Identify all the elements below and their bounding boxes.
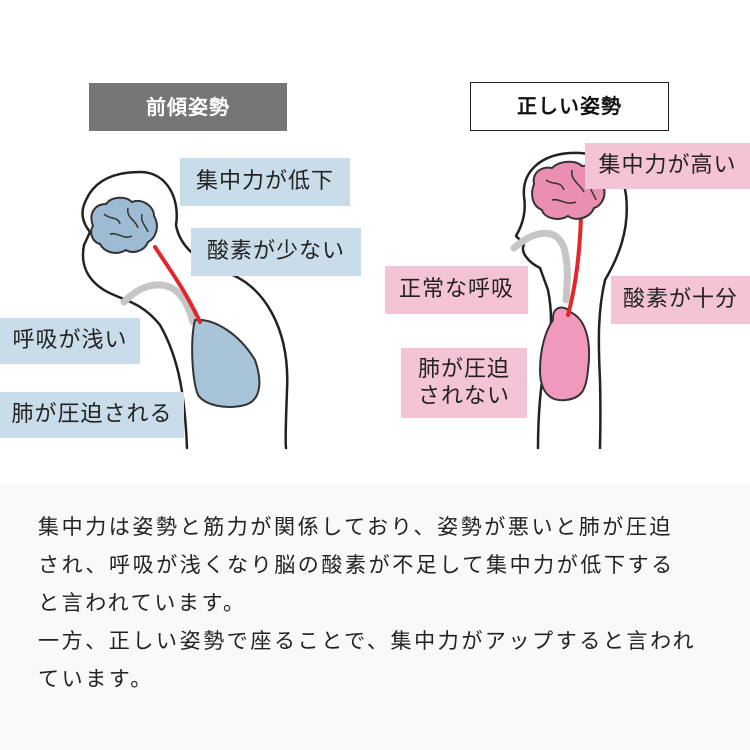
figure-illustrations — [81, 151, 628, 450]
description-line: ています。 — [38, 667, 154, 691]
label-lungs-compressed: 肺が圧迫される — [0, 392, 184, 438]
label-lungs-not-compressed-line2: されない — [417, 384, 510, 409]
forward-airway-red — [153, 245, 202, 324]
label-low-oxygen: 酸素が少ない — [191, 228, 361, 276]
forward-posture-title: 前傾姿勢 — [89, 83, 287, 131]
label-normal-breathing: 正常な呼吸 — [385, 266, 528, 314]
label-lungs-not-compressed: 肺が圧迫 されない — [401, 348, 527, 418]
label-high-focus: 集中力が高い — [585, 143, 750, 189]
upright-posture-figure — [510, 151, 628, 450]
label-focus-decreased: 集中力が低下 — [180, 158, 350, 206]
description-line: と言われています。 — [38, 591, 247, 615]
upright-posture-title: 正しい姿勢 — [470, 82, 669, 131]
description-line: 集中力は姿勢と筋力が関係しており、姿勢が悪いと肺が圧迫 — [38, 515, 674, 539]
label-lungs-not-compressed-line1: 肺が圧迫 — [417, 356, 510, 382]
forward-figure-outline — [81, 170, 289, 450]
label-sufficient-oxygen: 酸素が十分 — [611, 276, 750, 324]
description-line: され、呼吸が浅くなり脳の酸素が不足して集中力が低下する — [38, 553, 675, 577]
forward-brain-folds — [103, 207, 149, 238]
posture-comparison-diagram: 前傾姿勢 集中力が低下 酸素が少ない 呼吸が浅い 肺が圧迫される 正しい姿勢 集… — [0, 82, 750, 450]
forward-posture-figure — [81, 170, 289, 450]
description-text-block: 集中力は姿勢と筋力が関係しており、姿勢が悪いと肺が圧迫 され、呼吸が浅くなり脳の… — [0, 484, 750, 750]
upright-brain-folds — [545, 169, 597, 204]
upright-figure-outline — [514, 151, 628, 450]
forward-brain — [90, 196, 158, 254]
description-line: 一方、正しい姿勢で座ることで、集中力がアップすると言われ — [38, 629, 697, 653]
upright-throat-gray — [510, 229, 571, 304]
forward-throat-gray — [120, 281, 197, 326]
upright-lung — [538, 306, 591, 402]
forward-lung — [191, 318, 261, 408]
upright-airway-red — [566, 213, 583, 317]
label-shallow-breathing: 呼吸が浅い — [0, 318, 140, 364]
